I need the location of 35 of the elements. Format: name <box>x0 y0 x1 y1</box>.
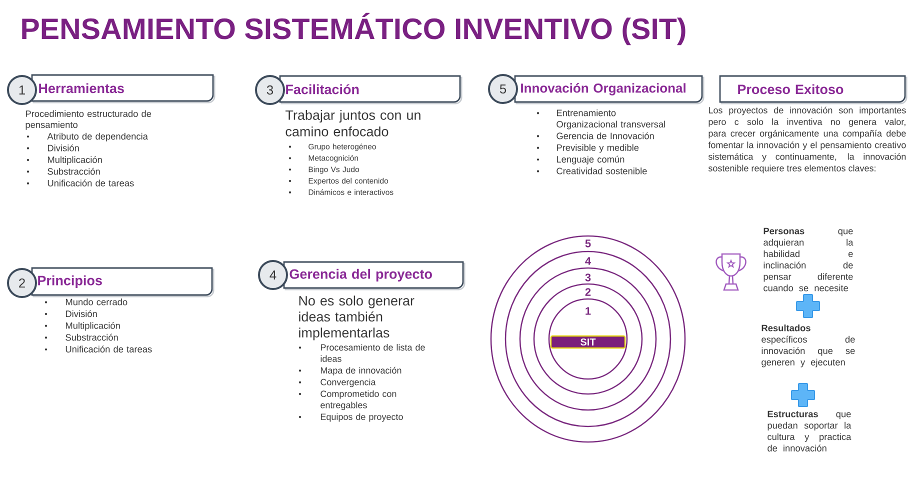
intro-text: Procedimiento estructurado de pensamiento <box>26 110 152 130</box>
list-item: Gerencia de Innovación <box>556 132 654 140</box>
list-item: Comprometido con entregables <box>320 390 396 410</box>
header-box: Herramientas <box>31 74 216 104</box>
list-item: División <box>66 310 97 318</box>
list-item: Substracción <box>48 168 100 175</box>
list-item: División <box>48 144 79 152</box>
list-item: Unificación de tareas <box>66 346 152 352</box>
header-box: Principios <box>31 267 214 298</box>
description-text: Resultados específicos de innovación que se generen y ejecuten <box>762 324 855 368</box>
list-item: Entrenamiento Organizacional transversal <box>556 109 665 130</box>
title: PENSAMIENTO SISTEMÁTICO INVENTIVO (SIT) <box>22 12 686 46</box>
header-box: Proceso Exitoso <box>719 75 908 104</box>
intro-text: Trabajar juntos con un camino enfocado <box>286 110 420 136</box>
list-item: Substracción <box>66 334 118 341</box>
list-item: Multiplicación <box>48 156 102 165</box>
list-item: Equipos de proyecto <box>320 413 403 422</box>
list-item: Previsible y medible <box>556 144 639 153</box>
description-text: Estructuras que puedan soportar la cultura y practica de innovación <box>768 410 852 452</box>
paragraph: Los proyectos de innovación son importantes pero c solo la inventiva no genera valor, para crecer orgánicamente una compañía debe fomentar la innovación y el pensamiento creativo sistemática y continuamente, la innovación sostenible requiere tres elementos claves: <box>708 106 906 174</box>
list-item: Convergencia <box>320 378 376 388</box>
intro-text: No es solo generar ideas también implementarlas <box>299 296 414 340</box>
list-item: Multiplicación <box>66 322 120 331</box>
list-item: Lenguaje común <box>556 156 624 164</box>
header-box: Gerencia del proyecto <box>283 261 466 290</box>
header-box: Facilitación <box>279 75 462 104</box>
list-item: Mapa de innovación <box>320 366 402 376</box>
list-item: Unificación de tareas <box>48 180 134 186</box>
list-item: Creatividad sostenible <box>556 168 647 174</box>
header-box: Innovación Organizacional <box>514 75 704 104</box>
list-item: Atributo de dependencia <box>47 132 148 142</box>
list-item: Mundo cerrado <box>66 298 128 306</box>
label-bar: SIT <box>550 335 626 349</box>
list-item: Procesamiento de lista de ideas <box>320 344 425 362</box>
description-text: Personas que adquieran la habilidad e inclinación de pensar diferente cuando se necesite <box>764 228 854 292</box>
